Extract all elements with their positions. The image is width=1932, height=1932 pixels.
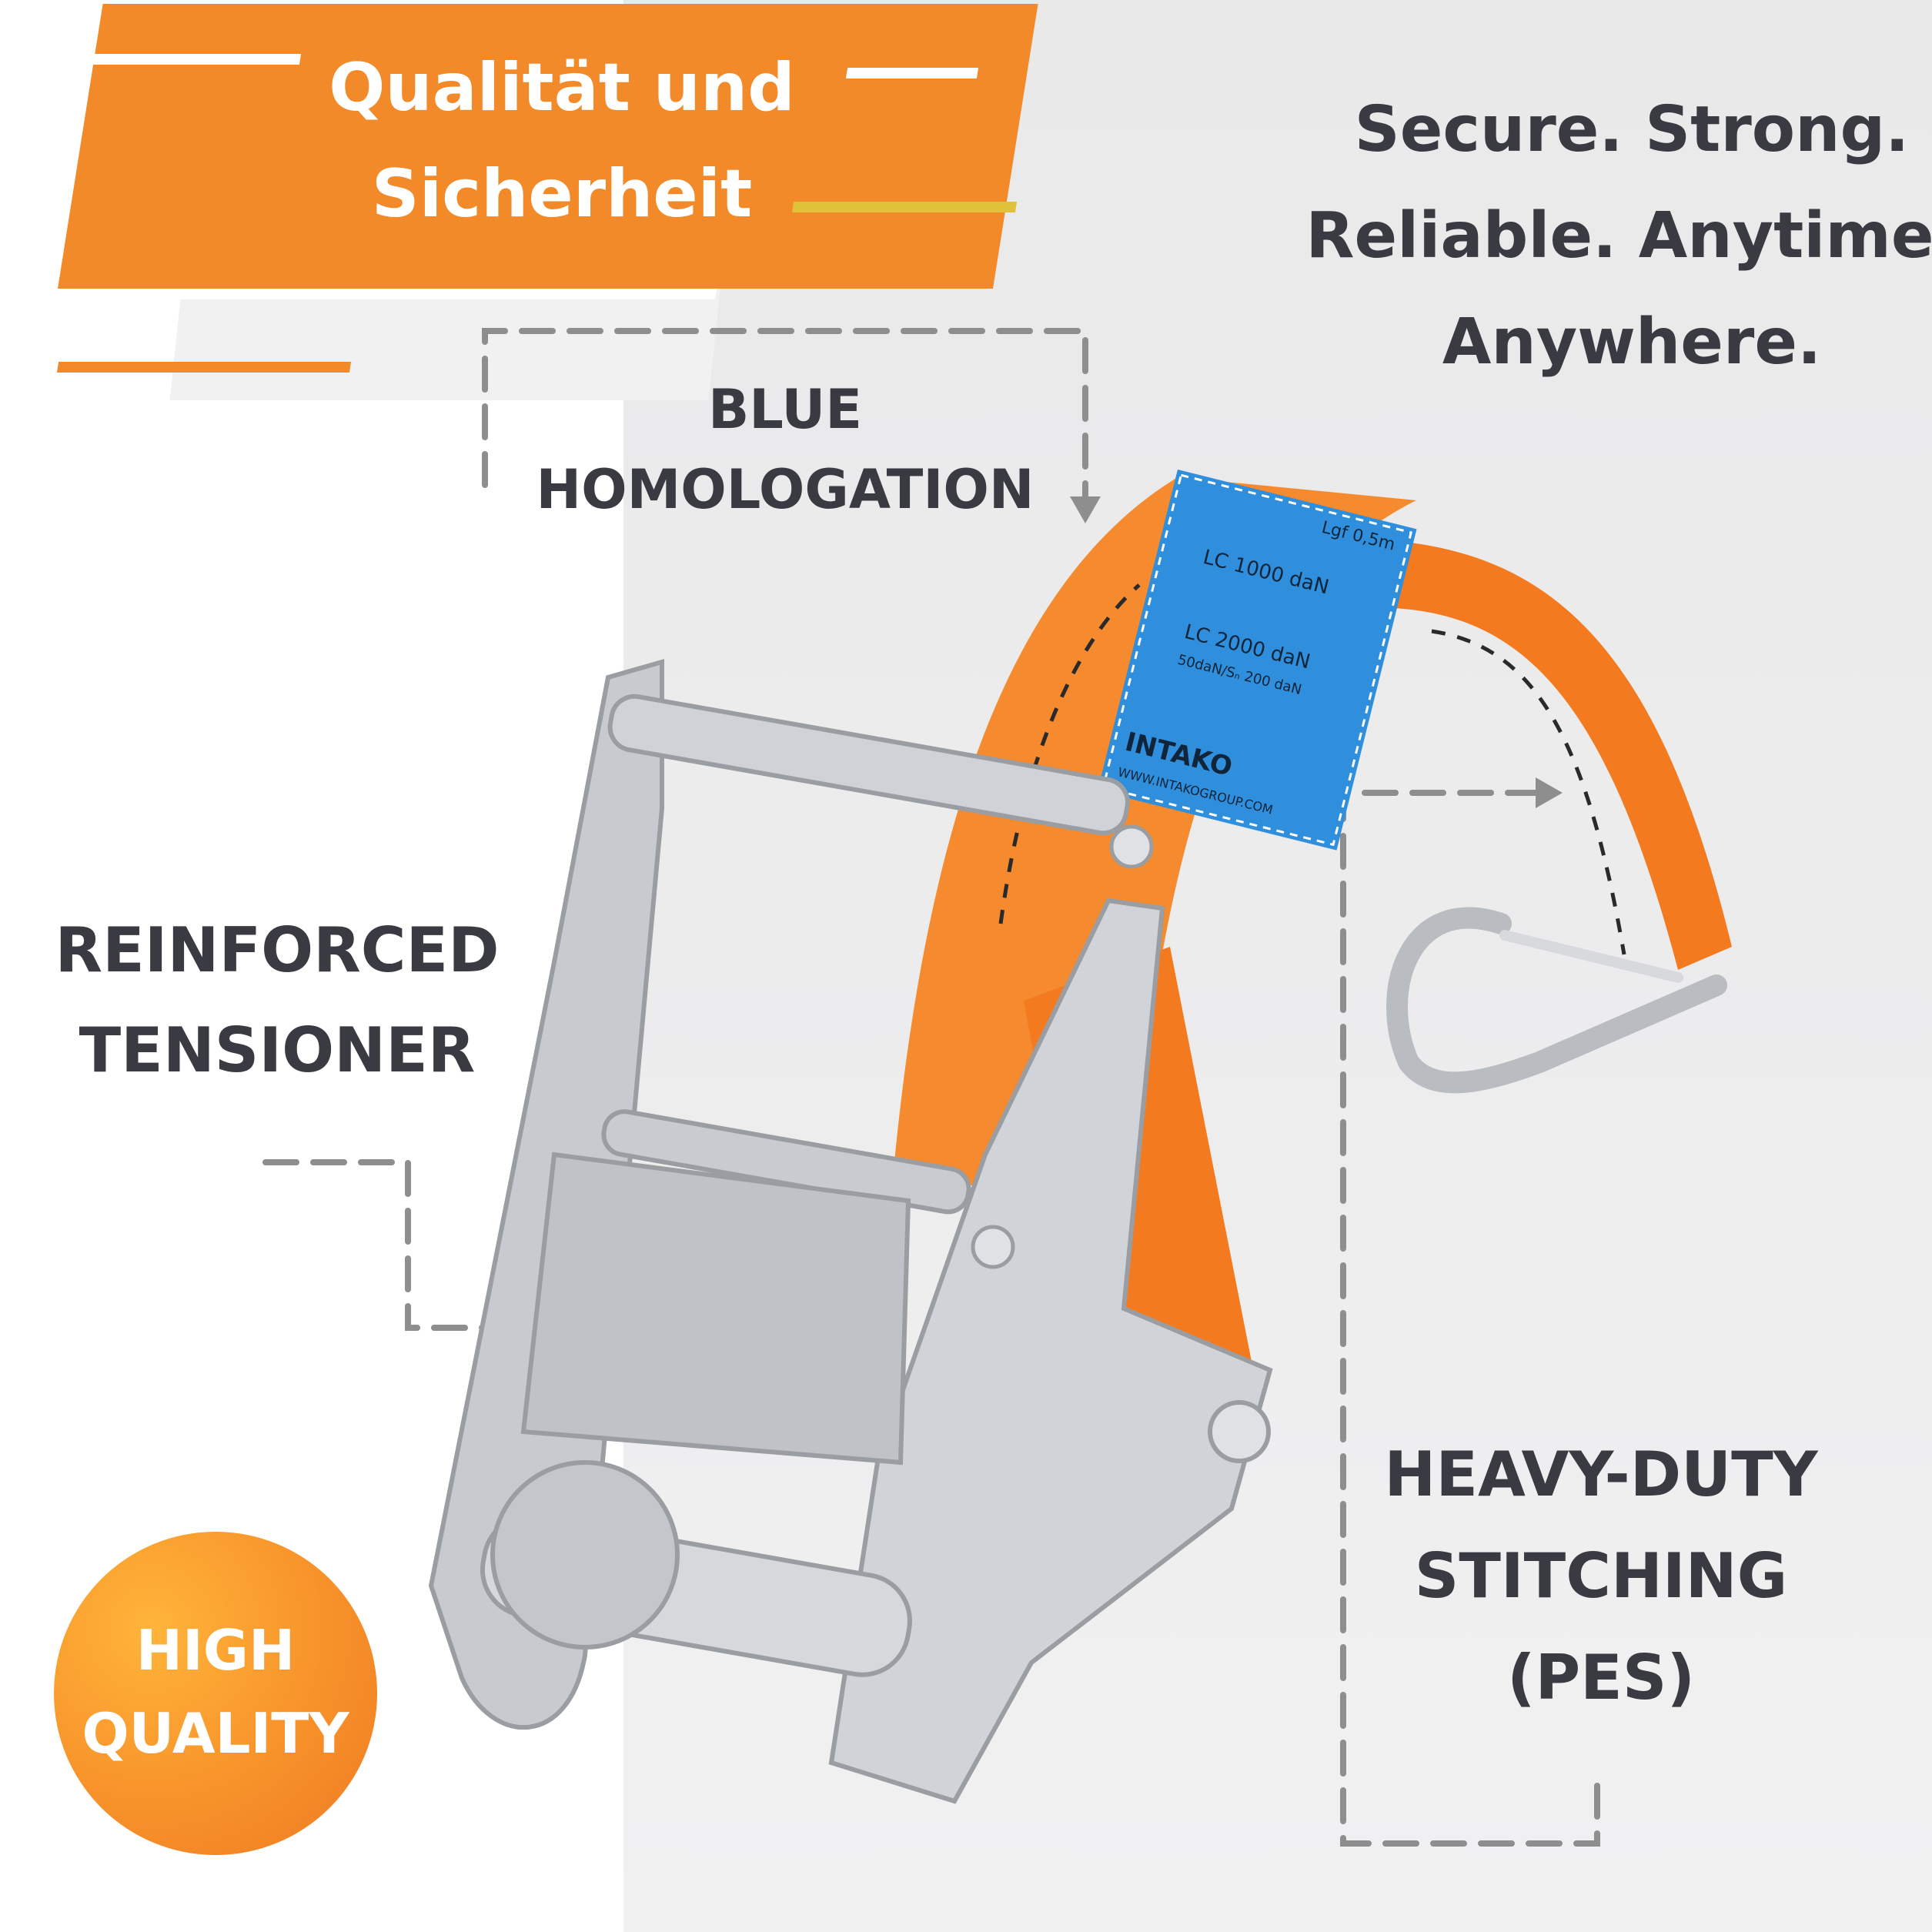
leader-blue-homologation: [482, 328, 1088, 503]
callout-stitching-line1: HEAVY-DUTY: [1384, 1439, 1818, 1510]
tagline-line1: Secure. Strong.: [1354, 93, 1910, 166]
badge-line1: HIGH: [135, 1618, 296, 1683]
hook: [1386, 907, 1727, 1094]
callout-stitching-line2: STITCHING: [1414, 1540, 1788, 1612]
ratchet-bolt: [1208, 1400, 1271, 1463]
arrow-down-icon: [1070, 496, 1101, 523]
strap-front-band: [893, 477, 1416, 1201]
strap-stitch-line-2: [998, 583, 1141, 924]
callout-tensioner-line2: TENSIONER: [79, 1014, 476, 1086]
ratchet-frame-left: [428, 659, 664, 1730]
callout-reinforced-tensioner: REINFORCED TENSIONER: [31, 901, 523, 1101]
blue-homologation-label: Lgf 0,5m LC 1000 daN LC 2000 daN 50daN/S…: [1097, 470, 1417, 851]
high-quality-badge: [54, 1532, 377, 1855]
callout-blue-homologation: BLUE HOMOLOGATION: [508, 369, 1062, 530]
ratchet-rivet: [971, 1225, 1015, 1269]
badge-line2: QUALITY: [82, 1701, 349, 1766]
ratchet-rivet-2: [1109, 824, 1154, 869]
callout-stitching-line3: (PES): [1506, 1642, 1696, 1713]
tagline-line3: Anywhere.: [1442, 306, 1822, 379]
banner-title-line1: Qualität und: [329, 49, 795, 126]
callout-tensioner-line1: REINFORCED: [55, 914, 500, 986]
tagline: Secure. Strong. Reliable. Anytime, Anywh…: [1301, 77, 1932, 396]
banner-title: Qualität und Sicherheit: [254, 35, 870, 247]
ratchet-gear: [490, 1460, 680, 1650]
high-quality-badge-text: HIGH QUALITY: [54, 1609, 377, 1775]
callout-blue-line1: BLUE: [707, 378, 863, 441]
ratchet-buckle: [428, 659, 1273, 1804]
leader-heavy-duty-stitching: [1340, 790, 1600, 1847]
ratchet-top-bar: [607, 694, 1130, 836]
callout-heavy-duty-stitching: HEAVY-DUTY STITCHING (PES): [1355, 1424, 1847, 1729]
ratchet-handle: [828, 897, 1273, 1804]
strap-stitch-line: [1431, 629, 1626, 955]
banner-title-line2: Sicherheit: [371, 155, 753, 232]
arrow-right-icon-2: [1536, 777, 1563, 808]
ratchet-base-plate: [520, 1152, 911, 1466]
callout-blue-line2: HOMOLOGATION: [536, 458, 1035, 521]
tagline-line2: Reliable. Anytime,: [1305, 199, 1932, 272]
